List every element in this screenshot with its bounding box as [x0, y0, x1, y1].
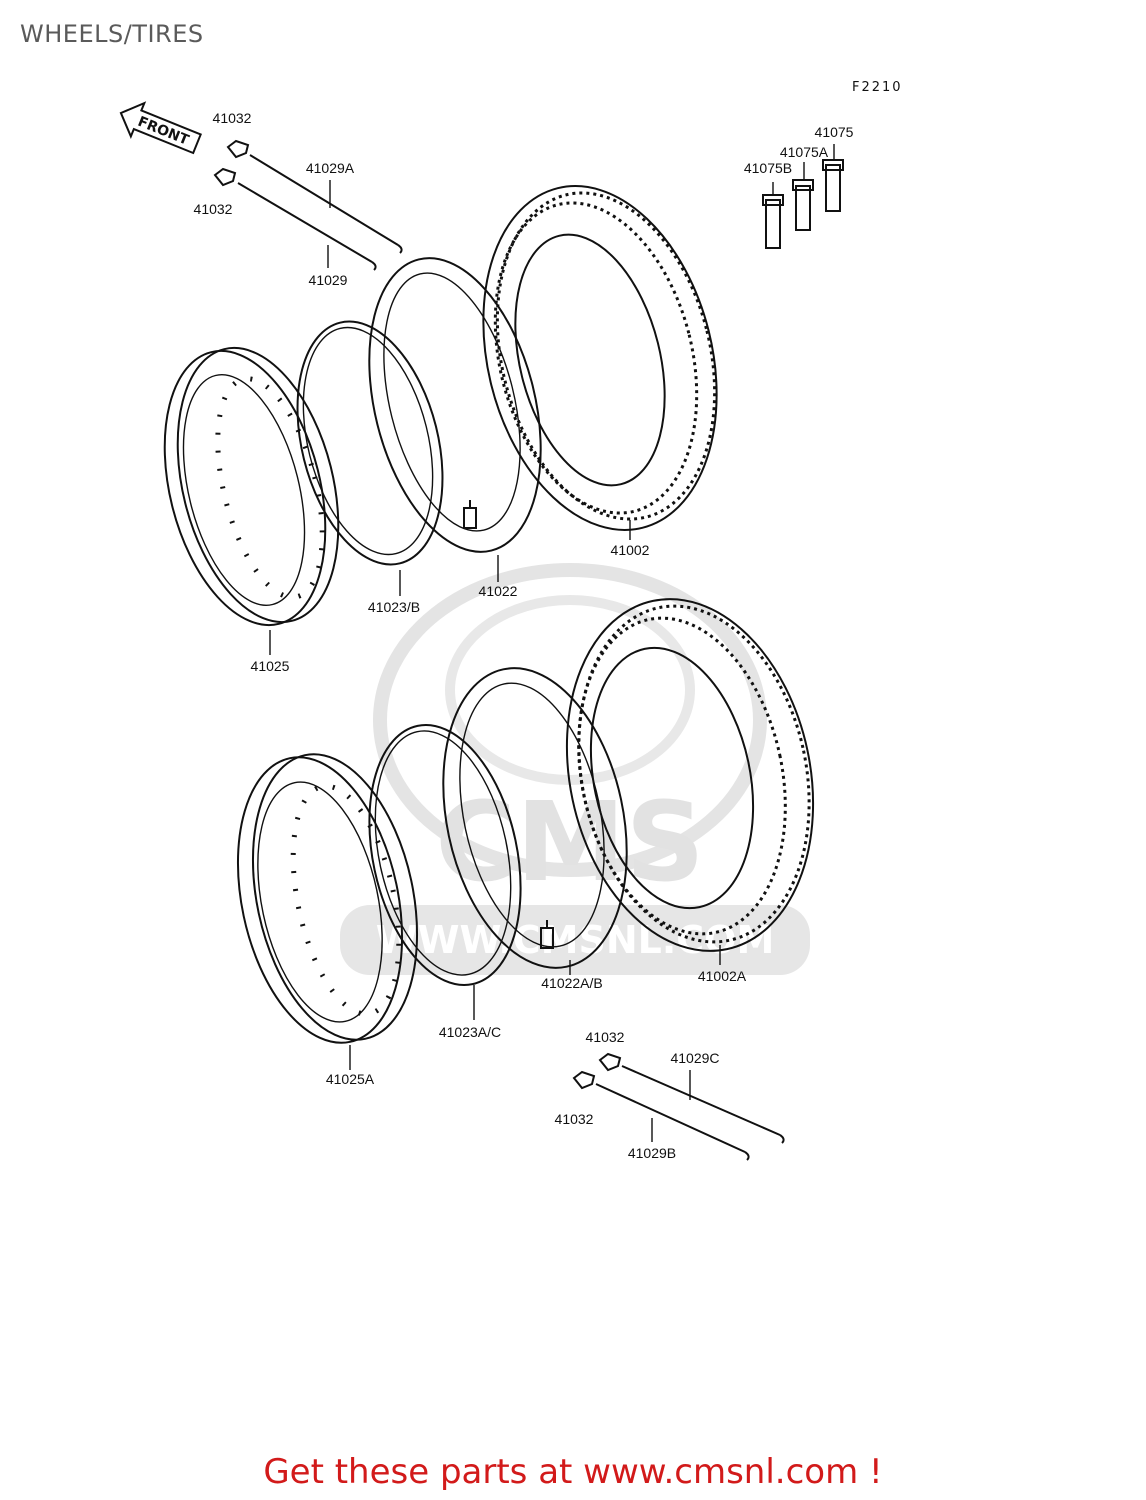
callout-41032-a: 41032: [213, 110, 252, 126]
callout-41075B: 41075B: [744, 160, 792, 176]
rear-rim-band: [368, 724, 522, 986]
callout-41032-b: 41032: [194, 201, 233, 217]
front-rim: [163, 346, 340, 627]
leader-lines: [269, 520, 721, 1070]
callout-41022AB: 41022A/B: [541, 975, 603, 991]
front-rim-band: [296, 320, 444, 566]
watermark-logo: CMS: [435, 778, 704, 906]
rear-tire: [565, 598, 815, 952]
watermark: CMS WWW.CMSNL.COM: [340, 563, 810, 975]
front-tube: [368, 257, 542, 553]
valve-caps: [762, 144, 844, 249]
front-arrow-icon: FRONT: [119, 101, 202, 155]
callout-41075: 41075: [815, 124, 854, 140]
lower-spokes: [572, 1052, 785, 1161]
upper-spokes: [213, 139, 403, 271]
callout-41002: 41002: [611, 542, 650, 558]
callout-41022: 41022: [479, 583, 518, 599]
callout-41025A: 41025A: [326, 1071, 375, 1087]
callout-41029A: 41029A: [306, 160, 355, 176]
rear-tube: [442, 667, 628, 969]
figure-code: F2210: [852, 80, 903, 95]
callout-41023AC: 41023A/C: [439, 1024, 501, 1040]
callout-41002A: 41002A: [698, 968, 747, 984]
rear-rim: [236, 753, 419, 1044]
callout-41032-d: 41032: [555, 1111, 594, 1127]
callout-41029C: 41029C: [670, 1050, 719, 1066]
callout-41029B: 41029B: [628, 1145, 676, 1161]
front-tire: [482, 185, 718, 531]
callout-41023B: 41023/B: [368, 599, 420, 615]
get-parts-link[interactable]: Get these parts at www.cmsnl.com !: [263, 1452, 883, 1492]
watermark-text: WWW.CMSNL.COM: [376, 918, 775, 962]
callout-41029: 41029: [309, 272, 348, 288]
callout-41025: 41025: [251, 658, 290, 674]
page-title: WHEELS/TIRES: [20, 20, 204, 48]
callout-41032-c: 41032: [586, 1029, 625, 1045]
callouts: 41032 41032 41029A 41029 41075 41075A 41…: [194, 110, 854, 1161]
callout-41075A: 41075A: [780, 144, 829, 160]
